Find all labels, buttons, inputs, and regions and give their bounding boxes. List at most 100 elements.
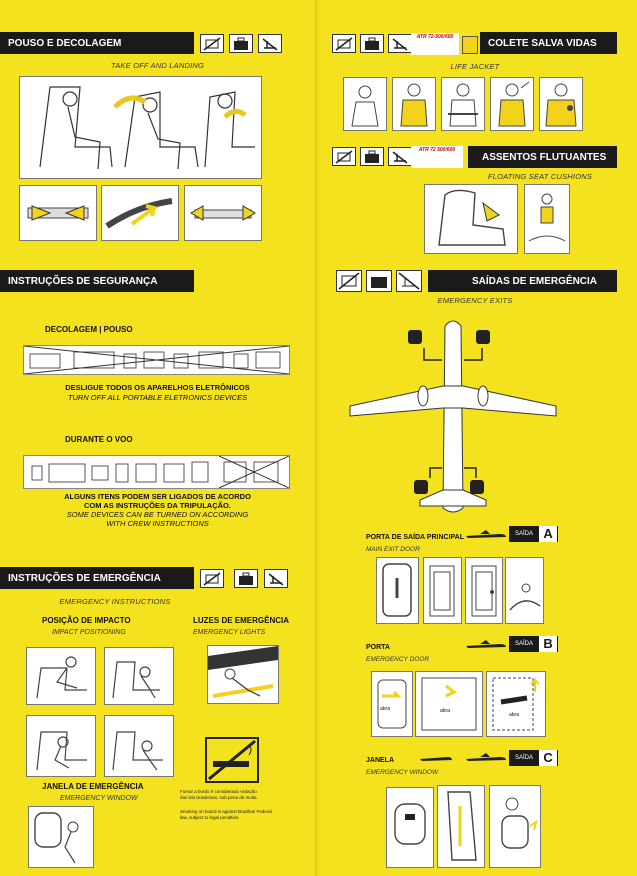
cushion-title: ASSENTOS FLUTUANTES — [482, 151, 607, 163]
main-door-label: PORTA DE SAÍDA PRINCIPAL — [366, 534, 465, 541]
main-door-step-2 — [423, 557, 462, 624]
exit-badge-b: SAÍDA B — [509, 636, 558, 652]
cushion-float-illustration — [524, 184, 570, 254]
bag-icon-2 — [234, 569, 258, 588]
lights-label: LUZES DE EMERGÊNCIA — [193, 616, 290, 625]
door-step-3: abra — [486, 671, 546, 737]
model-tag-lifejacket: ATR 72-500/600 — [411, 33, 459, 55]
no-seat-icon-r3 — [396, 270, 422, 292]
plane-silhouette-c1 — [420, 752, 452, 762]
no-smoking-icon — [205, 737, 259, 783]
smoking-text-en-2: law, subject to legal penalties. — [180, 815, 240, 820]
window-label: JANELA — [366, 757, 395, 764]
no-phone-icon-2 — [200, 569, 224, 588]
no-phone-icon — [200, 34, 224, 53]
phase1-text-en: TURN OFF ALL PORTABLE ELETRONICS DEVICES — [67, 393, 248, 402]
emergency-window-illustration — [28, 806, 94, 868]
smoking-text-pt-1: Fumar a bordo é considerado violação — [180, 789, 257, 794]
model-cushion: ATR 72 500/600 — [418, 147, 456, 153]
emergency-window-label: JANELA DE EMERGÊNCIA — [42, 782, 144, 791]
impact-pose-1 — [26, 647, 96, 705]
phase-takeoff-label: DECOLAGEM | POUSO — [45, 325, 133, 334]
takeoff-subtitle: TAKE OFF AND LANDING — [110, 61, 205, 70]
aircraft-diagram — [348, 318, 558, 518]
phase1-text-pt: DESLIGUE TODOS OS APARELHOS ELETRÔNICOS — [65, 383, 250, 392]
impact-pose-3 — [26, 715, 96, 777]
security-bar: INSTRUÇÕES DE SEGURANÇA — [0, 270, 194, 292]
no-seat-icon-r1 — [388, 34, 412, 53]
cushion-seat-illustration — [424, 184, 518, 254]
lifejacket-title: COLETE SALVA VIDAS — [488, 37, 597, 49]
no-seat-icon-r2 — [388, 147, 412, 166]
door-step-1: abra — [371, 671, 413, 737]
phase2-text-en-2: WITH CREW INSTRUCTIONS — [106, 519, 209, 528]
exits-bar: SAÍDAS DE EMERGÊNCIA — [428, 270, 617, 292]
door-label-en: EMERGENCY DOOR — [366, 656, 430, 663]
emergency-lights-illustration — [207, 645, 279, 704]
devices-flight-illustration — [23, 455, 290, 489]
bag-icon-r2 — [360, 147, 384, 166]
door-handle-label-1: abra — [380, 706, 391, 712]
impact-pose-4 — [104, 715, 174, 777]
emergency-title: INSTRUÇÕES DE EMERGÊNCIA — [8, 572, 161, 584]
exits-title: SAÍDAS DE EMERGÊNCIA — [472, 275, 598, 287]
lifejacket-step-3 — [441, 77, 485, 131]
lifejacket-step-2 — [392, 77, 436, 131]
main-door-step-1 — [376, 557, 419, 624]
lifejacket-step-1 — [343, 77, 387, 131]
belt-tighten-illustration — [101, 185, 179, 241]
security-title: INSTRUÇÕES DE SEGURANÇA — [8, 275, 158, 287]
exit-word-a: SAÍDA — [515, 531, 534, 537]
phase-flight-label: DURANTE O VOO — [65, 435, 133, 444]
plane-silhouette-b — [466, 639, 506, 649]
impact-label: POSIÇÃO DE IMPACTO — [42, 616, 131, 625]
lifejacket-icon — [462, 36, 478, 54]
lifejacket-step-5 — [539, 77, 583, 131]
bag-icon — [229, 34, 253, 53]
window-step-2 — [437, 785, 485, 868]
smoking-text-en-1: Smoking on board is against Brazilian Fe… — [180, 809, 272, 814]
cushion-subtitle: FLOATING SEAT CUSHIONS — [487, 172, 593, 181]
lights-label-en: EMERGENCY LIGHTS — [193, 629, 266, 636]
door-label: PORTA — [366, 644, 390, 651]
window-step-1 — [386, 787, 434, 868]
exit-word-c: SAÍDA — [515, 755, 534, 761]
phase2-text-pt-2: COM AS INSTRUÇÕES DA TRIPULAÇÃO. — [84, 501, 231, 510]
no-seat-icon-2 — [264, 569, 288, 588]
model-tag-cushion: ATR 72 500/600 — [411, 146, 463, 168]
exit-letter-b: B — [539, 636, 558, 652]
smoking-text-pt-2: das leis brasileiras, sob pena de multa. — [180, 795, 258, 800]
plane-silhouette-a — [466, 529, 506, 539]
exit-word-b: SAÍDA — [515, 641, 534, 647]
door-step-2: abra — [415, 671, 483, 737]
takeoff-title: POUSO E DECOLAGEM — [8, 37, 122, 49]
exits-subtitle: EMERGENCY EXITS — [437, 296, 513, 305]
lifejacket-step-4 — [490, 77, 534, 131]
lifejacket-subtitle: LIFE JACKET — [450, 62, 500, 71]
main-door-label-en: MAIN EXIT DOOR — [366, 546, 420, 553]
fold-line — [315, 0, 317, 876]
takeoff-bar: POUSO E DECOLAGEM — [0, 32, 194, 54]
bag-icon-r1 — [360, 34, 384, 53]
phase2-text-pt-1: ALGUNS ITENS PODEM SER LIGADOS DE ACORDO — [64, 492, 251, 501]
main-door-step-3 — [465, 557, 503, 624]
bag-icon-r3 — [366, 270, 392, 292]
main-door-step-4 — [505, 557, 544, 624]
phase2-text-en-1: SOME DEVICES CAN BE TURNED ON ACCORDING — [66, 510, 249, 519]
cushion-bar: ASSENTOS FLUTUANTES — [468, 146, 617, 168]
no-phone-icon-r3 — [336, 270, 362, 292]
emergency-window-label-en: EMERGENCY WINDOW — [60, 795, 138, 802]
devices-off-illustration — [23, 345, 290, 375]
door-handle-label-3: abra — [509, 712, 520, 718]
impact-label-en: IMPACT POSITIONING — [52, 629, 126, 636]
emergency-subtitle: EMERGENCY INSTRUCTIONS — [59, 597, 171, 606]
belt-fasten-illustration — [19, 185, 97, 241]
window-step-3 — [489, 785, 541, 868]
no-seat-icon — [258, 34, 282, 53]
door-handle-label-2: abra — [440, 708, 451, 714]
plane-silhouette-c2 — [466, 752, 506, 762]
impact-pose-2 — [104, 647, 174, 705]
